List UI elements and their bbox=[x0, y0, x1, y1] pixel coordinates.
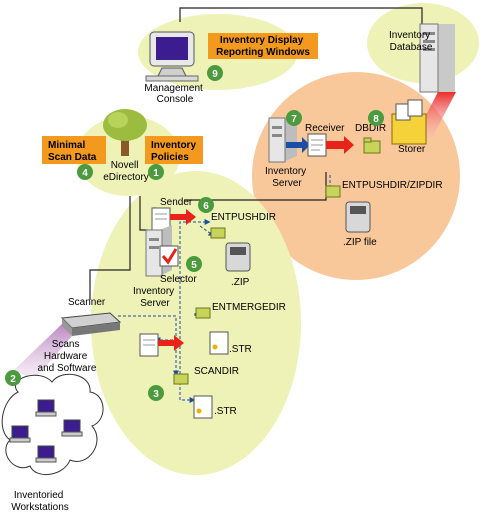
entpushdir-zipdir-label: ENTPUSHDIR/ZIPDIR bbox=[342, 180, 443, 191]
receiver-document-icon bbox=[307, 133, 327, 157]
step-4-badge: 4 bbox=[77, 164, 93, 180]
sender-label: Sender bbox=[160, 197, 193, 208]
sender-document-icon bbox=[151, 207, 171, 231]
workstation-icon-1 bbox=[35, 399, 57, 417]
workstation-icon-3 bbox=[35, 445, 57, 463]
svg-text:Inventory Display Report: Inventory Display Reporting Windows bbox=[216, 35, 310, 58]
zip-file-label: .ZIP file bbox=[343, 237, 377, 248]
svg-text:3: 3 bbox=[153, 389, 159, 400]
reporting-windows-label: Reporting Windows bbox=[216, 47, 310, 58]
svg-text:9: 9 bbox=[212, 69, 218, 80]
selector-check-icon bbox=[159, 245, 179, 267]
minimal-scan-data-callout: Minimal Scan Data bbox=[42, 136, 106, 164]
entmergedir-folder-icon bbox=[195, 307, 211, 319]
management-console-label: Management Console bbox=[144, 83, 205, 105]
receiver-label: Receiver bbox=[305, 123, 345, 134]
network-lines bbox=[89, 7, 423, 300]
scandir-folder-icon bbox=[173, 373, 189, 385]
step-8-badge: 8 bbox=[368, 110, 384, 126]
left-inventory-server-label: Inventory Server bbox=[133, 286, 177, 309]
red-flow-arrow-sender bbox=[170, 209, 196, 225]
storer-database-icon bbox=[391, 99, 427, 145]
str-scan-label: .STR bbox=[214, 406, 237, 417]
workstation-icon-4 bbox=[61, 419, 83, 437]
svg-text:4: 4 bbox=[82, 168, 88, 179]
novell-edirectory-label: Novell eDirectory bbox=[103, 160, 149, 183]
svg-text:2: 2 bbox=[10, 374, 16, 385]
inventory-database-server-icon bbox=[419, 23, 455, 93]
svg-text:1: 1 bbox=[153, 168, 159, 179]
scandir-label: SCANDIR bbox=[194, 366, 239, 377]
management-console-monitor-icon bbox=[145, 31, 199, 82]
entmergedir-label: ENTMERGEDIR bbox=[212, 302, 286, 313]
svg-text:6: 6 bbox=[203, 201, 209, 212]
inventory-display-callout: Inventory Display Reporting Windows bbox=[208, 33, 318, 59]
scanner-beam bbox=[14, 324, 72, 380]
scanner-icon bbox=[60, 312, 122, 336]
scanner-label: Scanner bbox=[68, 297, 106, 308]
zip-label: .ZIP bbox=[231, 277, 250, 288]
entpushdir-zipdir-folder-icon bbox=[325, 185, 341, 198]
step-6-badge: 6 bbox=[198, 197, 214, 213]
str-scan-document-icon bbox=[193, 395, 213, 419]
workstation-icon-2 bbox=[9, 425, 31, 443]
step-5-badge: 5 bbox=[186, 256, 202, 272]
inventory-database-label: Inventory Database bbox=[389, 30, 433, 53]
top-inventory-server-label: Inventory Server bbox=[265, 166, 309, 189]
scandir-document-icon bbox=[139, 333, 159, 357]
step-9-badge: 9 bbox=[207, 65, 223, 81]
str-merge-document-icon bbox=[209, 331, 229, 355]
storer-label: Storer bbox=[398, 144, 426, 155]
entpushdir-label: ENTPUSHDIR bbox=[211, 212, 276, 223]
inventoried-workstations-label: Inventoried Workstations bbox=[11, 490, 69, 513]
svg-text:8: 8 bbox=[373, 114, 379, 125]
blue-flow-arrow bbox=[286, 137, 310, 153]
step-3-badge: 3 bbox=[148, 385, 164, 401]
svg-text:Minimal Scan Data: Minimal Scan Data bbox=[48, 140, 97, 163]
step-2-badge: 2 bbox=[5, 370, 21, 386]
svg-text:5: 5 bbox=[191, 260, 197, 271]
dbdir-folder-icon bbox=[363, 137, 381, 154]
edirectory-tree-icon bbox=[103, 109, 147, 156]
dbdir-label: DBDIR bbox=[355, 123, 386, 134]
inventory-display-label: Inventory Display bbox=[220, 35, 304, 46]
step-1-badge: 1 bbox=[148, 164, 164, 180]
svg-text:7: 7 bbox=[291, 114, 297, 125]
step-7-badge: 7 bbox=[286, 110, 302, 126]
inventory-policies-callout: Inventory Policies bbox=[145, 136, 203, 164]
zip-file-icon-top bbox=[345, 201, 371, 233]
zip-icon-bottom bbox=[225, 242, 251, 272]
red-flow-arrow-receiver bbox=[326, 136, 354, 154]
workstation-cloud bbox=[1, 373, 104, 475]
red-flow-arrow-scan bbox=[158, 335, 184, 351]
entpushdir-folder-icon bbox=[210, 227, 226, 239]
str-merge-label: .STR bbox=[229, 344, 252, 355]
selector-label: Selector bbox=[160, 274, 197, 285]
scans-hw-sw-label: Scans Hardware and Software bbox=[38, 339, 97, 374]
svg-text:Inventory Policies: Inventory Policies bbox=[151, 140, 199, 163]
